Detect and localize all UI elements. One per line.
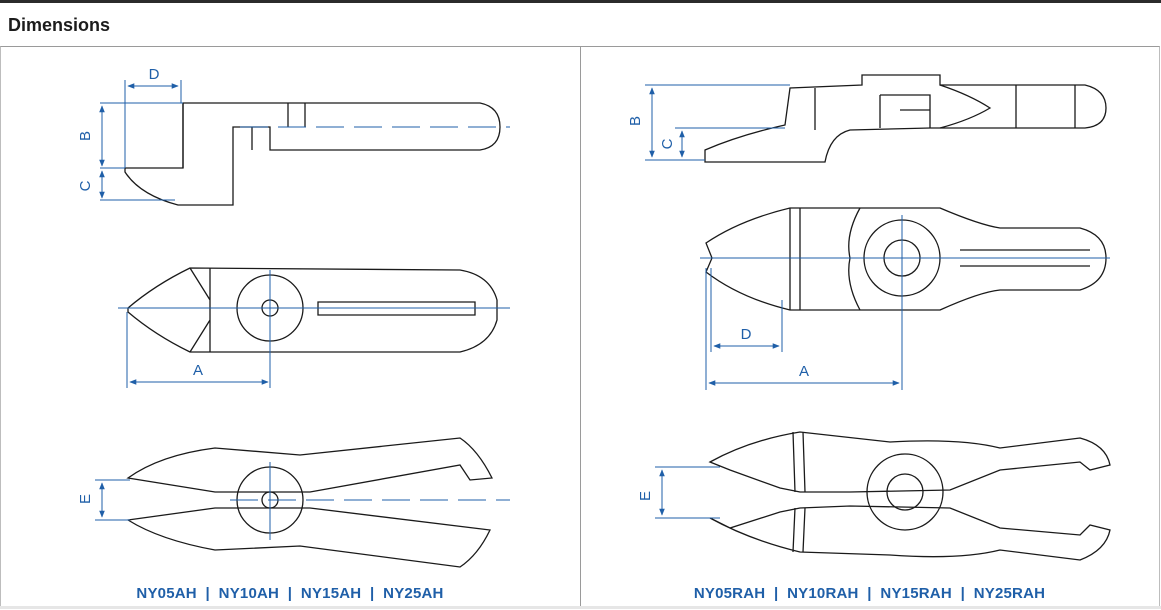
right-dim-label-c: C bbox=[659, 138, 676, 149]
right-top-view bbox=[705, 207, 1107, 311]
left-dim-label-d: D bbox=[149, 66, 160, 83]
top-rule bbox=[0, 0, 1161, 3]
section-title: Dimensions bbox=[8, 15, 111, 35]
right-dim-label-b: B bbox=[627, 116, 644, 126]
right-dim-label-e: E bbox=[637, 491, 654, 501]
right-top-view-dims bbox=[700, 215, 1110, 390]
left-top-view-dims bbox=[118, 270, 510, 388]
right-model-caption: NY05RAH | NY10RAH | NY15RAH | NY25RAH bbox=[693, 585, 1046, 602]
right-side-view-dims bbox=[645, 84, 790, 161]
left-top-view bbox=[127, 267, 498, 353]
left-open-view-dims bbox=[95, 462, 510, 540]
right-side-view bbox=[704, 74, 1107, 163]
panel-divider bbox=[580, 46, 581, 606]
right-dim-label-d: D bbox=[741, 326, 752, 343]
left-open-view bbox=[126, 437, 494, 568]
bottom-rule bbox=[0, 606, 1161, 609]
left-dim-label-a: A bbox=[193, 362, 203, 379]
right-open-view bbox=[708, 431, 1111, 561]
right-open-view-dims bbox=[655, 466, 720, 519]
right-dim-label-a: A bbox=[799, 363, 809, 380]
left-dim-label-b: B bbox=[77, 131, 94, 141]
left-side-view-dims bbox=[99, 80, 510, 201]
left-model-caption: NY05AH | NY10AH | NY15AH | NY25AH bbox=[136, 585, 444, 602]
left-dim-label-e: E bbox=[77, 494, 94, 504]
left-side-view bbox=[124, 102, 501, 206]
left-dim-label-c: C bbox=[77, 180, 94, 191]
